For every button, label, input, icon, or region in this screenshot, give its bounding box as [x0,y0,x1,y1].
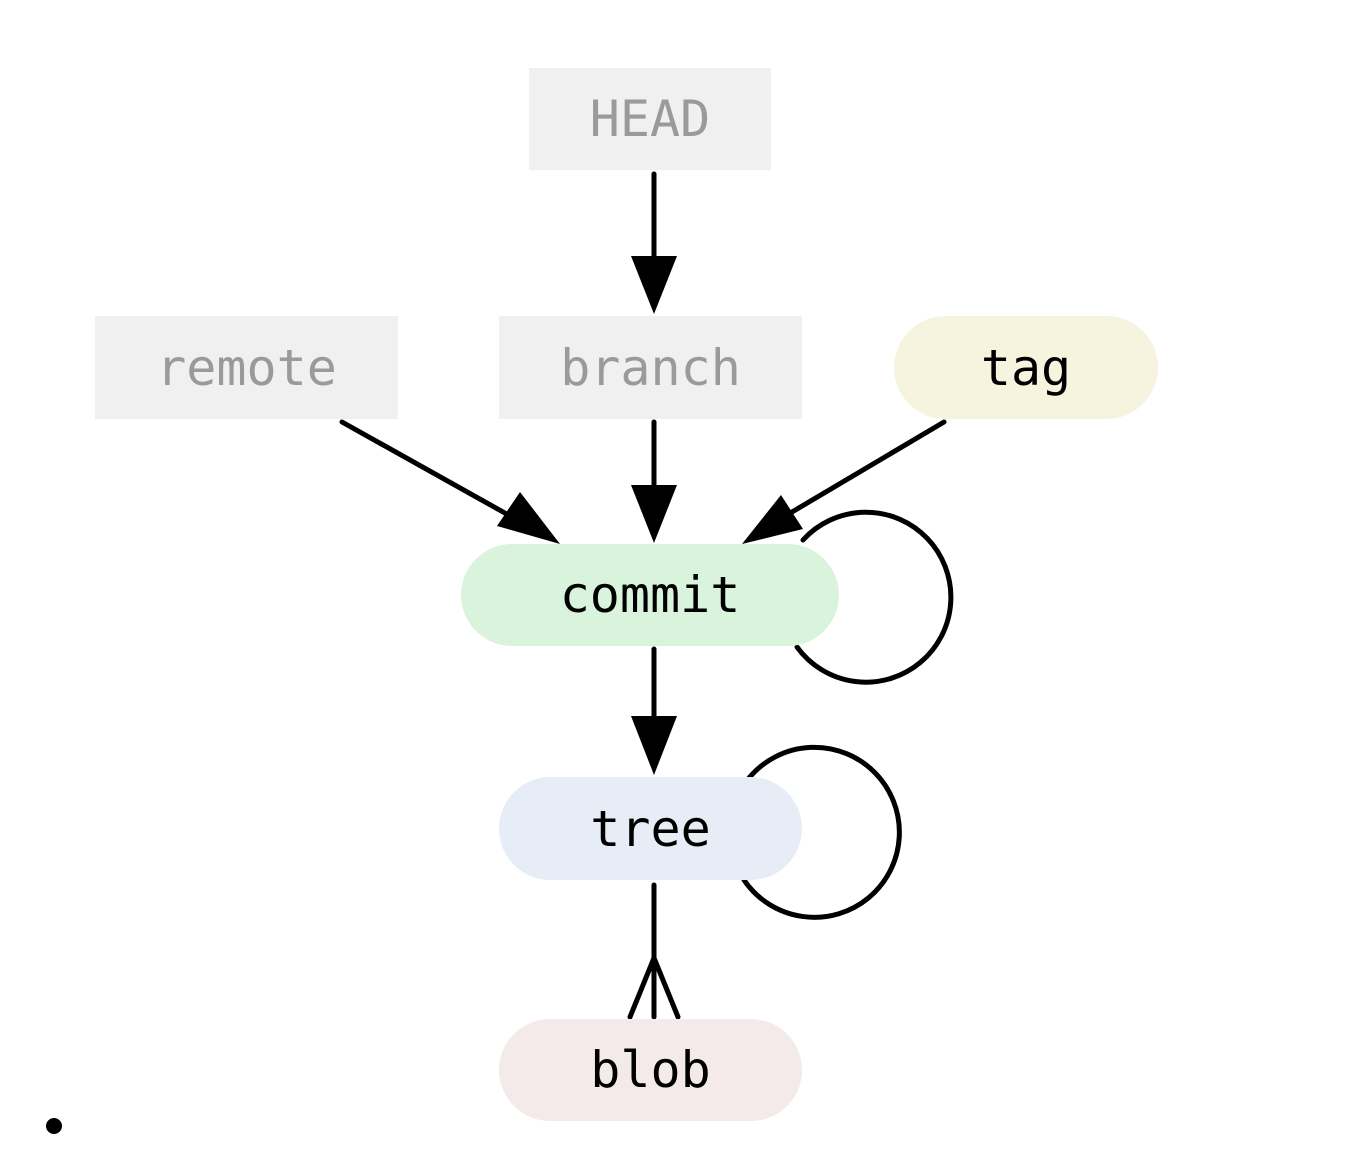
node-commit-label: commit [559,566,741,624]
node-tag: tag [894,316,1158,419]
arrowhead-tag-commit [742,495,803,544]
node-blob: blob [499,1019,802,1121]
arrowhead-remote-commit [497,492,560,544]
edge-tag-commit [789,419,947,515]
edge-commit-self-loop [794,509,954,685]
node-remote-label: remote [156,338,337,397]
node-head: HEAD [529,68,771,170]
node-branch-label: branch [560,338,741,397]
node-commit: commit [461,544,839,646]
node-tree-label: tree [590,799,711,858]
node-blob-label: blob [590,1041,711,1099]
crow-foot-right [651,955,681,1020]
arrowhead-branch-commit [631,485,677,543]
node-head-label: HEAD [589,90,711,148]
edge-tree-self-loop [741,744,902,920]
edge-remote-commit [339,419,515,520]
list-bullet [46,1118,62,1134]
node-branch: branch [499,316,802,419]
node-tag-label: tag [980,338,1072,397]
node-tree: tree [499,777,802,880]
arrowhead-commit-tree [631,716,677,775]
arrowhead-head-branch [631,256,677,314]
crow-foot-left [627,955,657,1020]
node-remote: remote [95,316,398,419]
